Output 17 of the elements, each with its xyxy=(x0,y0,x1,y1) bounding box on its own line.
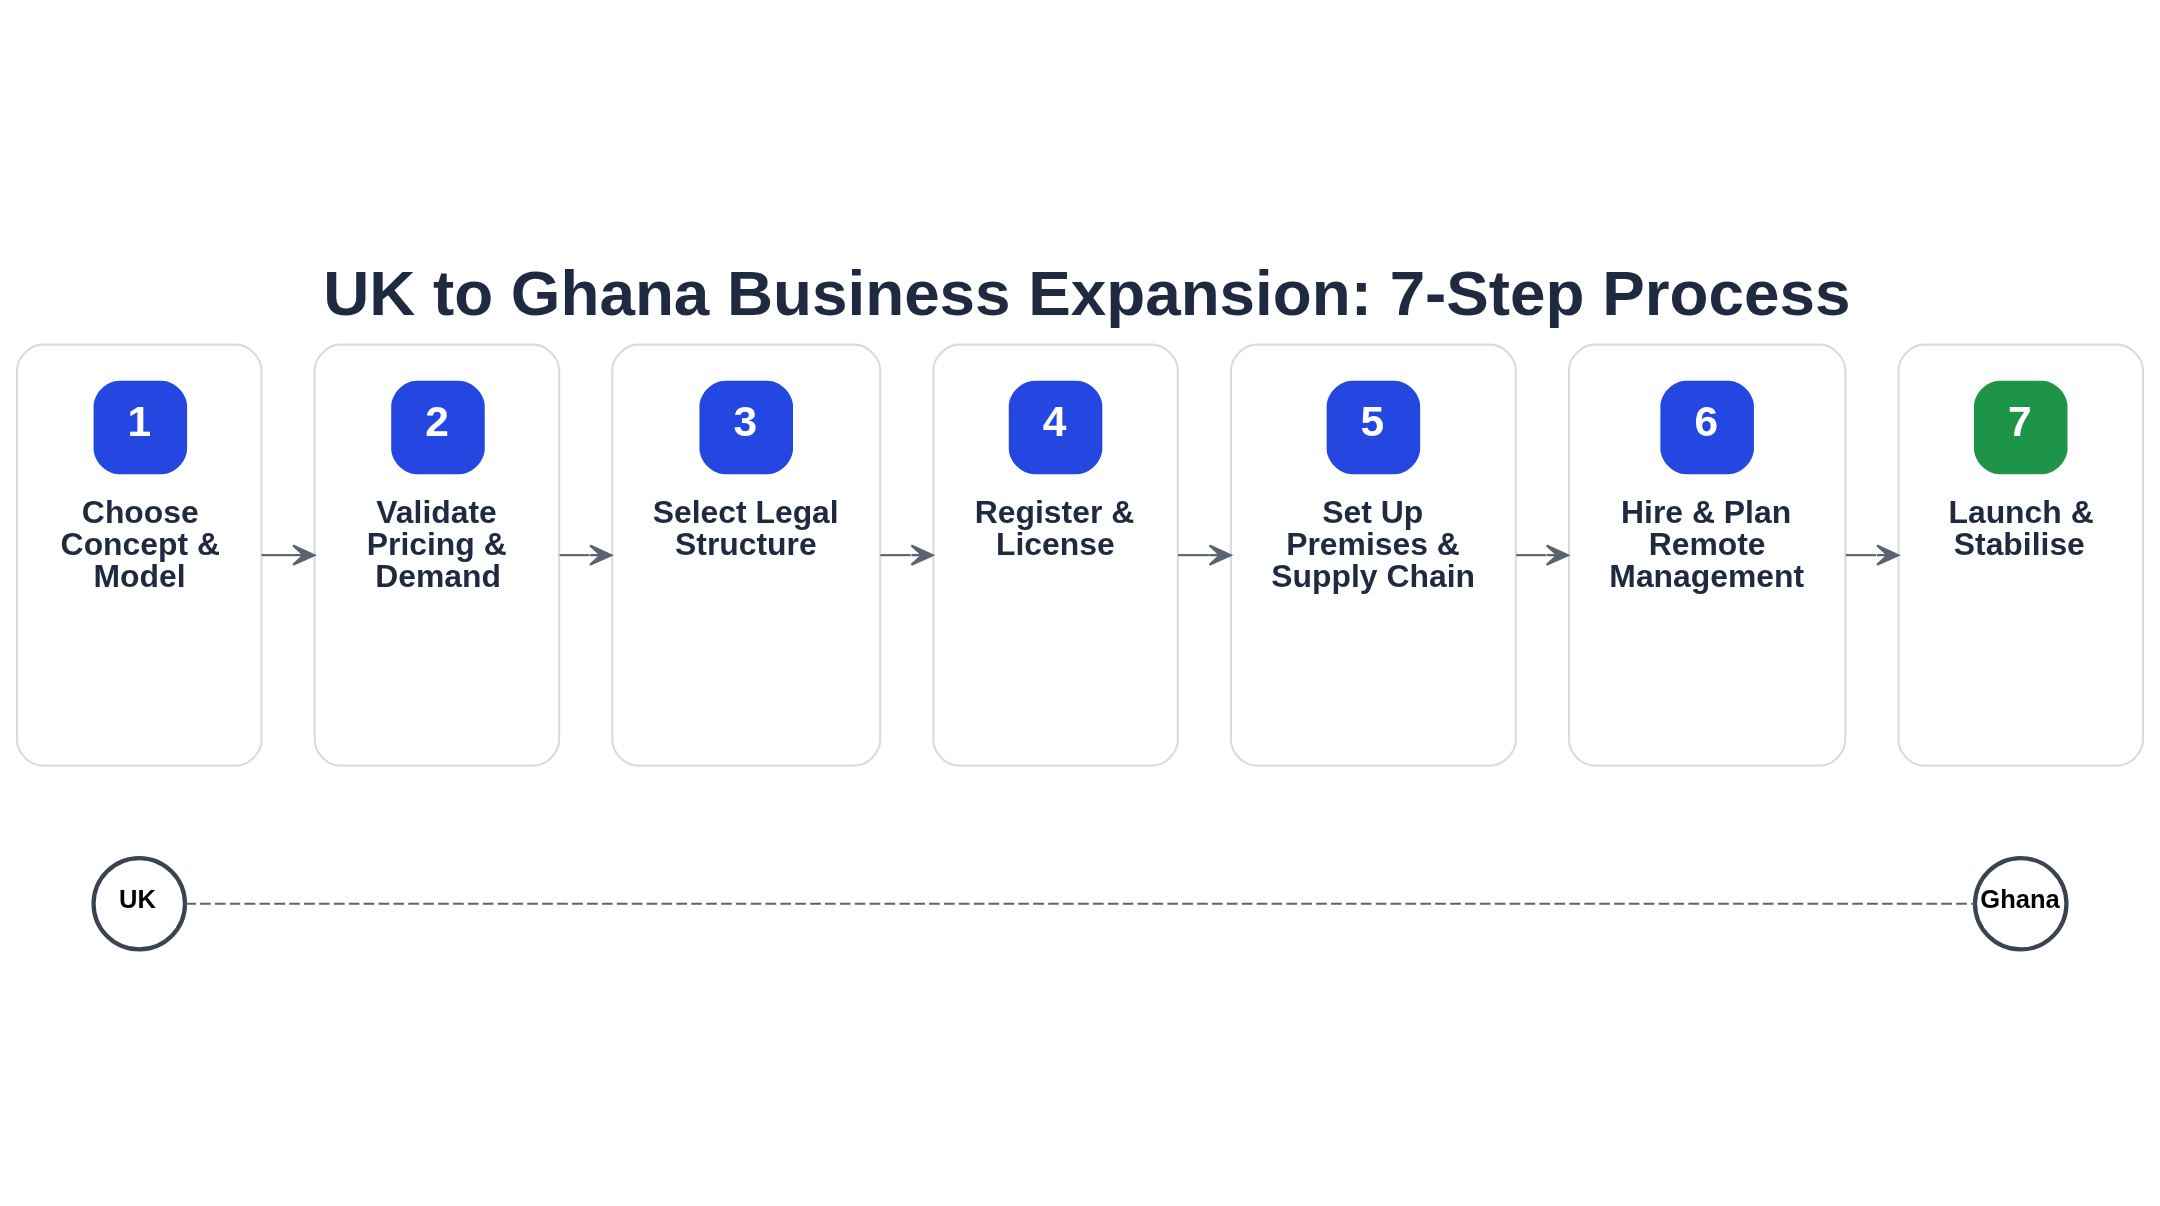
node-box: 1 Choose Concept & Model xyxy=(15,343,263,767)
node-box: 4 Register & License xyxy=(932,343,1179,767)
node-box: 2 Validate Pricing & Demand xyxy=(313,343,561,767)
arrow xyxy=(1516,544,1569,566)
node-box: 6 Hire & Plan Remote Management xyxy=(1567,343,1847,767)
arrow xyxy=(880,544,934,566)
arrow xyxy=(1845,544,1900,566)
connector xyxy=(185,902,1975,905)
node-box: 5 Set Up Premises & Supply Chain xyxy=(1229,343,1517,767)
node-box: 7 Launch & Stabilise xyxy=(1897,343,2145,767)
node-circle: UK xyxy=(91,855,188,952)
node-box: 3 Select Legal Structure xyxy=(611,343,882,767)
node-circle: Ghana xyxy=(1972,855,2069,952)
arrow xyxy=(261,544,316,566)
diagram-title: UK to Ghana Business Expansion: 7-Step Process xyxy=(323,256,1851,329)
arrow xyxy=(1178,544,1232,566)
arrow xyxy=(559,544,613,566)
